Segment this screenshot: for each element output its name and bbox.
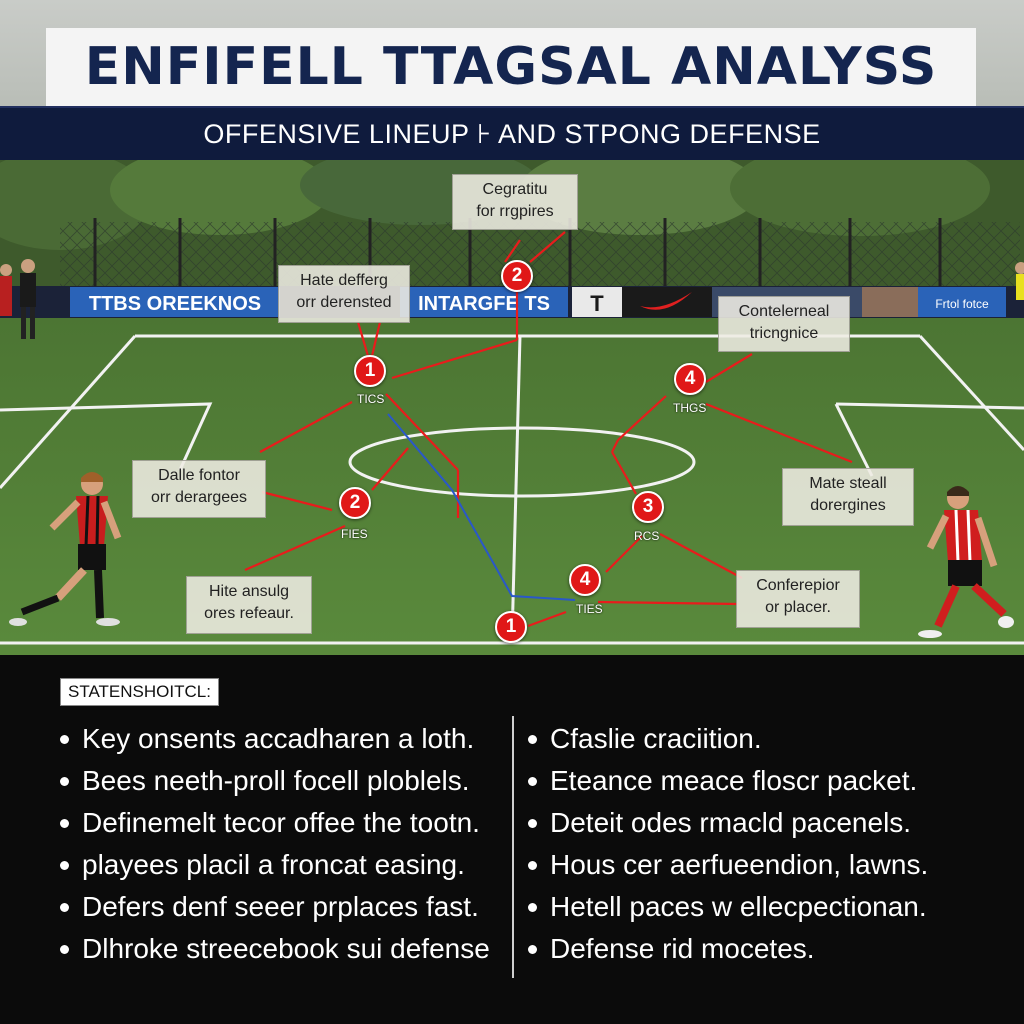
- list-item: Key onsents accadharen a loth.: [60, 718, 510, 760]
- list-item-text: Key onsents accadharen a loth.: [82, 723, 475, 754]
- stats-right-column: Cfaslie craciition. Eteance meace floscr…: [528, 718, 998, 970]
- callout-left-upper: Hate defferg orr derensted: [278, 265, 410, 323]
- bullet-dot-icon: [60, 902, 69, 912]
- title-banner: ENFIFELL TTAGSAL ANALYSS: [46, 28, 976, 106]
- position-marker: 2: [501, 260, 533, 292]
- list-item: Definemelt tecor offee the tootn.: [60, 802, 510, 844]
- pitch-tag: TICS: [357, 392, 385, 406]
- list-item-text: Bees neeth-proll focell ploblels.: [82, 765, 470, 796]
- right-player: [918, 486, 1014, 638]
- callout-top-center: Cegratitu for rrgpires: [452, 174, 578, 230]
- bullet-dot-icon: [60, 776, 69, 786]
- list-item: Cfaslie craciition.: [528, 718, 998, 760]
- list-item: Dlhroke streecebook sui defense: [60, 928, 510, 970]
- position-marker: 3: [632, 491, 664, 523]
- list-item-text: Hous cer aerfueendion, lawns.: [550, 849, 929, 880]
- list-item: Deteit odes rmacld pacenels.: [528, 802, 998, 844]
- bullet-dot-icon: [528, 818, 537, 828]
- list-item: Defers denf seeer prplaces fast.: [60, 886, 510, 928]
- position-marker: 4: [569, 564, 601, 596]
- callout-left-lower: Hite ansulg ores refeaur.: [186, 576, 312, 634]
- pitch-tag: THGS: [673, 401, 707, 415]
- swoosh-logo-icon: [640, 292, 692, 310]
- left-player: [9, 472, 122, 626]
- left-advert-board: [70, 287, 280, 317]
- list-item-text: Cfaslie craciition.: [550, 723, 762, 754]
- callout-right-lower: Conferepior or placer.: [736, 570, 860, 628]
- position-marker: 4: [674, 363, 706, 395]
- bullet-dot-icon: [60, 944, 69, 954]
- middle-advert-board: [400, 287, 568, 317]
- list-item-text: Eteance meace floscr packet.: [550, 765, 918, 796]
- column-divider: [512, 716, 514, 978]
- left-advert-text: TTBS OREEKNOS: [89, 293, 261, 315]
- callout-right-upper: Contelerneal tricngnice: [718, 296, 850, 352]
- pitch-tag: RCS: [634, 529, 660, 543]
- middle-advert-text: INTARGFE TS: [418, 293, 550, 315]
- list-item-text: Defers denf seeer prplaces fast.: [82, 891, 479, 922]
- position-marker: 1: [354, 355, 386, 387]
- pitch-tag: TIES: [576, 602, 603, 616]
- list-item-text: Defense rid mocetes.: [550, 933, 815, 964]
- bullet-dot-icon: [528, 860, 537, 870]
- swoosh-board: [622, 287, 712, 317]
- bullet-dot-icon: [528, 902, 537, 912]
- subtitle-banner: OFFENSIVE LINEUP ⊦ AND STPONG DEFENSE: [0, 106, 1024, 160]
- list-item-text: Hetell paces w ellecpectionan.: [550, 891, 927, 922]
- bullet-dot-icon: [60, 734, 69, 744]
- position-marker: 2: [339, 487, 371, 519]
- list-item: Eteance meace floscr packet.: [528, 760, 998, 802]
- callout-right-middle: Mate steall dorergines: [782, 468, 914, 526]
- right-advert-board: [918, 287, 1006, 317]
- right-advert-text: Frtol fotce: [935, 297, 989, 311]
- bullet-dot-icon: [528, 776, 537, 786]
- position-marker: 1: [495, 611, 527, 643]
- list-item-text: playees placil a froncat easing.: [82, 849, 465, 880]
- list-item: Hous cer aerfueendion, lawns.: [528, 844, 998, 886]
- list-item: Hetell paces w ellecpectionan.: [528, 886, 998, 928]
- bullet-dot-icon: [528, 944, 537, 954]
- list-item: Bees neeth-proll focell ploblels.: [60, 760, 510, 802]
- bullet-dot-icon: [528, 734, 537, 744]
- list-item: playees placil a froncat easing.: [60, 844, 510, 886]
- pitch-tag: FIES: [341, 527, 368, 541]
- list-item-text: Definemelt tecor offee the tootn.: [82, 807, 480, 838]
- bullet-dot-icon: [60, 818, 69, 828]
- stats-left-column: Key onsents accadharen a loth. Bees neet…: [60, 718, 510, 970]
- list-item: Defense rid mocetes.: [528, 928, 998, 970]
- bullet-dot-icon: [60, 860, 69, 870]
- page-subtitle: OFFENSIVE LINEUP ⊦ AND STPONG DEFENSE: [203, 118, 821, 149]
- list-item-text: Dlhroke streecebook sui defense: [82, 933, 490, 964]
- callout-left-middle: Dalle fontor orr derargees: [132, 460, 266, 518]
- stats-heading: STATENSHOITCL:: [60, 678, 219, 706]
- list-item-text: Deteit odes rmacld pacenels.: [550, 807, 912, 838]
- sponsor-letter-board: [572, 287, 622, 317]
- page-title: ENFIFELL TTAGSAL ANALYSS: [84, 37, 938, 97]
- sponsor-letter-text: T: [590, 291, 604, 316]
- spectators: [0, 259, 1024, 339]
